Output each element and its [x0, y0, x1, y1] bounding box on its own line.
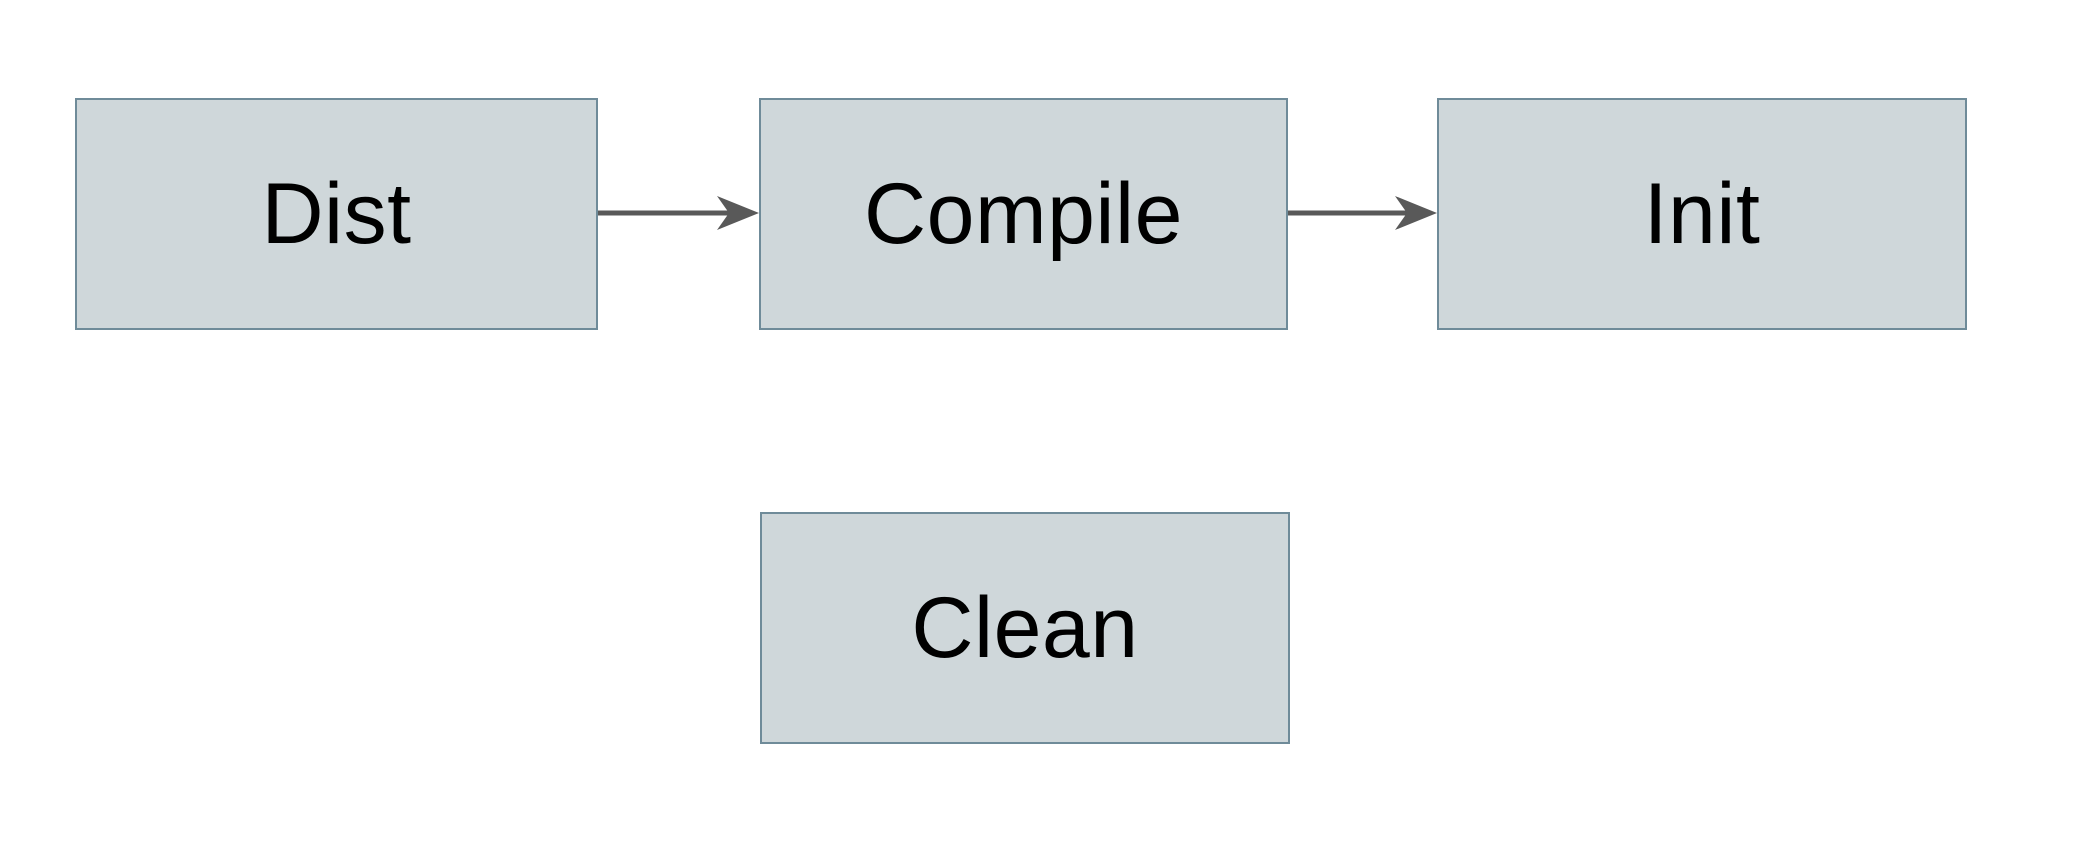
node-init[interactable]: Init: [1437, 98, 1967, 330]
node-dist-label: Dist: [261, 166, 412, 262]
arrow-dist-to-compile: [598, 196, 759, 230]
arrow-compile-to-init: [1288, 196, 1437, 230]
node-clean[interactable]: Clean: [760, 512, 1290, 744]
node-compile[interactable]: Compile: [759, 98, 1288, 330]
node-clean-label: Clean: [911, 580, 1139, 676]
node-compile-label: Compile: [864, 166, 1183, 262]
node-init-label: Init: [1643, 166, 1761, 262]
node-dist[interactable]: Dist: [75, 98, 598, 330]
